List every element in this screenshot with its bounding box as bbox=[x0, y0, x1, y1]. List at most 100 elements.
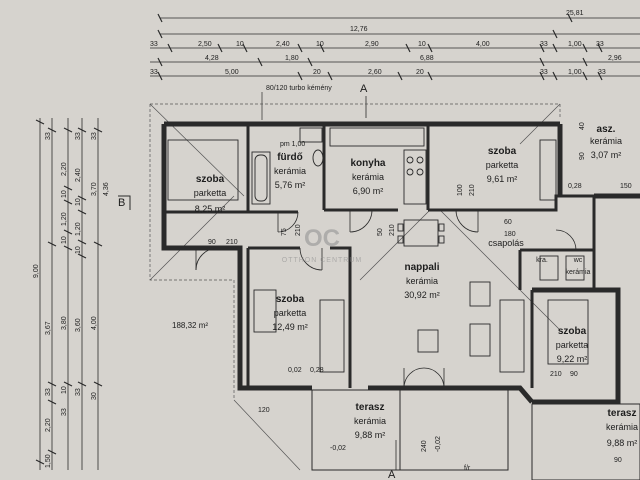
left-dimension-labels: 9,00 33 3,67 33 2,20 1,50 2,20 10 1,20 1… bbox=[33, 132, 110, 468]
svg-text:csapolás: csapolás bbox=[488, 238, 524, 248]
svg-text:asz.: asz. bbox=[597, 124, 616, 135]
dim-misc: 210 bbox=[226, 239, 238, 246]
room-label: szoba parketta 9,61 m² bbox=[486, 146, 519, 184]
svg-text:kerámia: kerámia bbox=[406, 276, 438, 286]
coffee-table bbox=[469, 323, 491, 357]
svg-text:kra.: kra. bbox=[536, 257, 548, 264]
dim-left: 33 bbox=[45, 132, 52, 140]
bed bbox=[253, 289, 277, 333]
dim-top: 33 bbox=[150, 41, 158, 48]
dining-table bbox=[403, 219, 439, 247]
toilet-icon bbox=[565, 255, 585, 281]
room-label: wc kerámia bbox=[566, 257, 591, 276]
dim-misc: 90 bbox=[614, 457, 622, 464]
room-label: szoba parketta 9,22 m² bbox=[556, 326, 589, 364]
dim-top: 20 bbox=[313, 69, 321, 76]
dim-top: 20 bbox=[416, 69, 424, 76]
dim-misc: 0,28 bbox=[568, 183, 582, 190]
dim-top: 33 bbox=[598, 69, 606, 76]
svg-text:6,90 m²: 6,90 m² bbox=[353, 186, 384, 196]
svg-text:5,76 m²: 5,76 m² bbox=[275, 180, 306, 190]
dim-misc: 0,02 bbox=[288, 367, 302, 374]
dim-top: 2,50 bbox=[198, 41, 212, 48]
misc-dimension-labels: pm 1,00 90 210 75 210 50 210 100 210 60 … bbox=[208, 122, 632, 472]
svg-text:fürdő: fürdő bbox=[277, 152, 303, 163]
dim-left: 33 bbox=[75, 388, 82, 396]
dim-left: 10 bbox=[61, 386, 68, 394]
dim-top: 6,88 bbox=[420, 55, 434, 62]
bathtub-icon bbox=[251, 151, 271, 205]
room-label: asz. kerámia 3,07 m² bbox=[590, 124, 622, 160]
svg-text:9,22 m²: 9,22 m² bbox=[557, 354, 588, 364]
svg-text:kerámia: kerámia bbox=[352, 172, 384, 182]
dim-left: 4,36 bbox=[103, 182, 110, 196]
dim-top: 1,80 bbox=[285, 55, 299, 62]
dim-misc: 210 bbox=[469, 184, 476, 196]
bed bbox=[167, 139, 239, 201]
watermark-logo: OC bbox=[304, 225, 340, 252]
dim-top: 33 bbox=[540, 69, 548, 76]
dim-left: 10 bbox=[61, 236, 68, 244]
dim-misc: f/r bbox=[464, 465, 471, 472]
left-dimension-lines bbox=[35, 118, 103, 470]
dim-left: 3,80 bbox=[61, 316, 68, 330]
room-label: fürdő kerámia 5,76 m² bbox=[274, 152, 306, 190]
dim-top: 1,00 bbox=[568, 41, 582, 48]
svg-text:terasz: terasz bbox=[608, 408, 637, 419]
svg-text:parketta: parketta bbox=[274, 308, 307, 318]
room-label: szoba parketta 12,49 m² bbox=[272, 294, 308, 332]
washbasin-icon bbox=[299, 127, 323, 143]
armchair bbox=[417, 329, 439, 353]
svg-text:30,92 m²: 30,92 m² bbox=[404, 290, 440, 300]
section-marker-a-bottom: A bbox=[388, 469, 396, 480]
dim-top: 4,28 bbox=[205, 55, 219, 62]
dim-misc: pm 1,00 bbox=[280, 141, 305, 148]
terrace-outline bbox=[311, 389, 640, 480]
sink-icon bbox=[539, 255, 559, 281]
toilet-icon bbox=[312, 149, 324, 167]
dim-top: 4,00 bbox=[476, 41, 490, 48]
fixtures bbox=[167, 127, 589, 373]
dim-top: 2,96 bbox=[608, 55, 622, 62]
svg-text:parketta: parketta bbox=[194, 188, 227, 198]
dim-misc: 40 bbox=[579, 122, 586, 130]
dim-left: 10 bbox=[75, 246, 82, 254]
svg-text:9,61 m²: 9,61 m² bbox=[487, 174, 518, 184]
svg-text:kerámia: kerámia bbox=[274, 166, 306, 176]
dim-misc: 100 bbox=[457, 184, 464, 196]
svg-text:parketta: parketta bbox=[486, 160, 519, 170]
dim-misc: -0,02 bbox=[435, 436, 442, 452]
dim-left: 1,20 bbox=[75, 222, 82, 236]
dim-top: 10 bbox=[316, 41, 324, 48]
dim-left: 1,20 bbox=[61, 212, 68, 226]
svg-text:12,49 m²: 12,49 m² bbox=[272, 322, 308, 332]
dim-left: 2,20 bbox=[61, 162, 68, 176]
dim-left: 3,70 bbox=[91, 182, 98, 196]
area-total: 188,32 m² bbox=[172, 321, 208, 330]
svg-text:3,07 m²: 3,07 m² bbox=[591, 150, 622, 160]
room-labels: szoba parketta 8,25 m² fürdő kerámia 5,7… bbox=[194, 124, 638, 448]
dim-misc: 0,28 bbox=[310, 367, 324, 374]
dim-left: 30 bbox=[91, 392, 98, 400]
dim-misc: 120 bbox=[258, 407, 270, 414]
room-label: kra. bbox=[536, 257, 548, 264]
wardrobe bbox=[539, 139, 557, 201]
dim-misc: 210 bbox=[389, 224, 396, 236]
dim-left: 9,00 bbox=[33, 264, 40, 278]
stove-icon bbox=[403, 149, 427, 205]
dim-left: 33 bbox=[45, 388, 52, 396]
section-marker-b: B bbox=[118, 197, 125, 209]
svg-text:kerámia: kerámia bbox=[590, 136, 622, 146]
dim-top: 10 bbox=[418, 41, 426, 48]
dim-misc: 150 bbox=[620, 183, 632, 190]
dim-top-total: 25,81 bbox=[566, 10, 584, 17]
svg-text:kerámia: kerámia bbox=[566, 269, 591, 276]
svg-text:wc: wc bbox=[573, 257, 583, 264]
room-label: nappali kerámia 30,92 m² bbox=[404, 262, 440, 300]
dim-misc: 210 bbox=[295, 224, 302, 236]
watermark: OC OTTHON CENTRUM bbox=[282, 225, 362, 264]
room-label: terasz kerámia 9,88 m² bbox=[606, 408, 638, 448]
dim-top: 2,60 bbox=[368, 69, 382, 76]
svg-text:terasz: terasz bbox=[356, 402, 385, 413]
